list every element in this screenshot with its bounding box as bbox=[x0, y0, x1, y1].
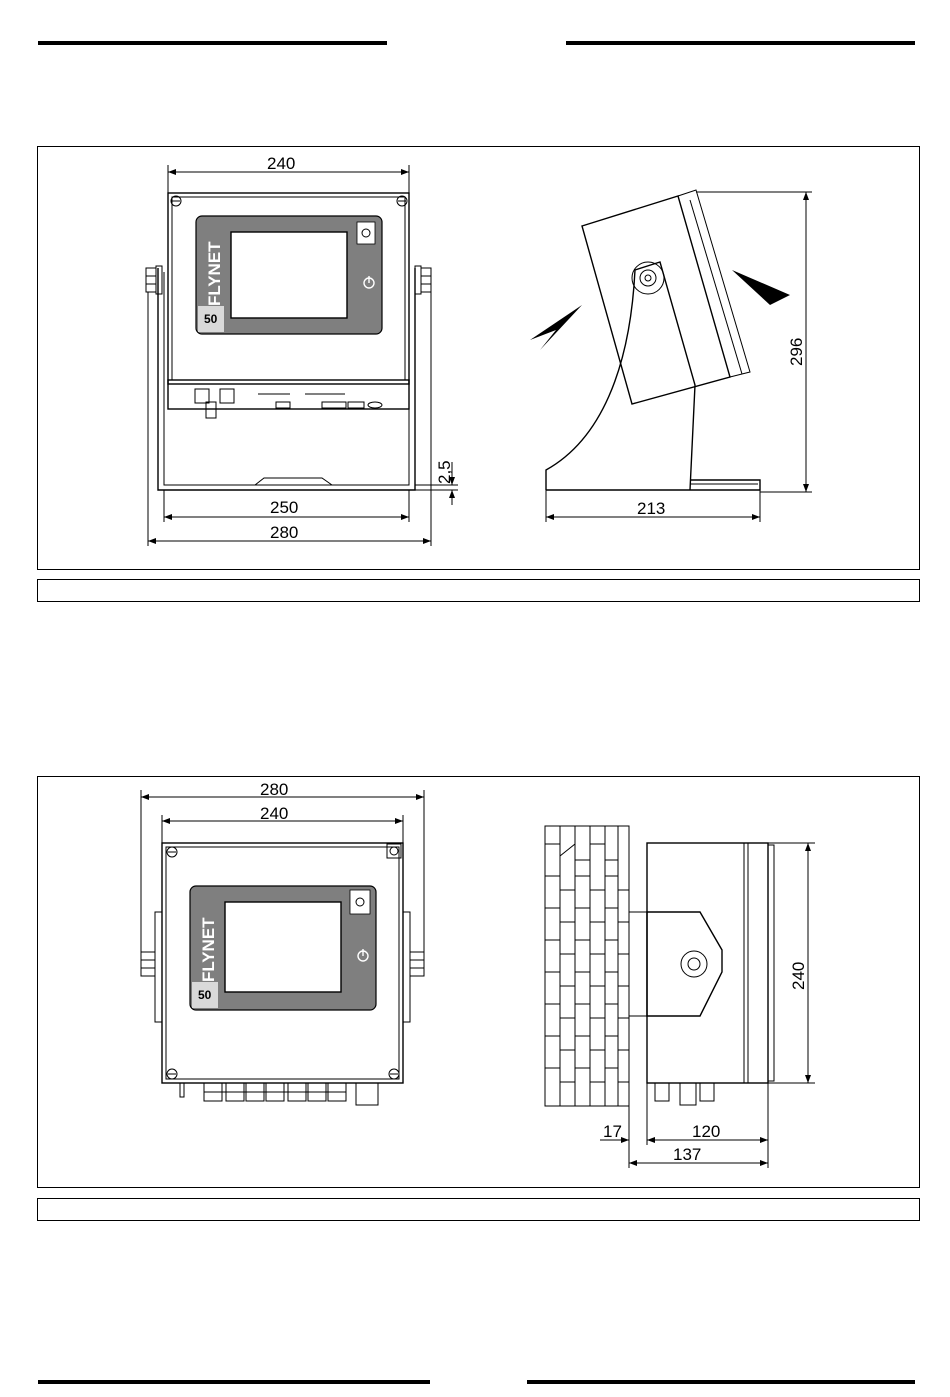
fig1-front-view: FLYNET 50 240 250 280 2,5 bbox=[146, 154, 458, 546]
screw-icon bbox=[167, 847, 177, 857]
tilt-arrow-left-icon bbox=[530, 305, 582, 350]
dim-bracket-17: 17 bbox=[603, 1122, 622, 1141]
screw-icon bbox=[167, 1069, 177, 1079]
wall-knob-icon bbox=[681, 951, 707, 977]
dim-width-240: 240 bbox=[267, 154, 295, 173]
certification-badge bbox=[350, 890, 370, 914]
model-number: 50 bbox=[198, 988, 212, 1002]
dim-foot-2-5: 2,5 bbox=[435, 460, 454, 484]
screw-icon bbox=[389, 1069, 399, 1079]
display-screen bbox=[225, 902, 341, 992]
dim-depth-213: 213 bbox=[637, 499, 665, 518]
display-screen bbox=[231, 232, 347, 318]
wall-icon bbox=[545, 826, 629, 1106]
dim-height-240: 240 bbox=[789, 962, 808, 990]
knob-right-icon bbox=[415, 266, 431, 294]
brand-logo: FLYNET bbox=[205, 241, 224, 306]
tilt-arrow-right-icon bbox=[732, 270, 790, 305]
fig2-side-view: 240 17 120 137 bbox=[545, 826, 815, 1168]
knob-left-icon bbox=[141, 952, 155, 976]
fig1-side-view: 213 296 bbox=[530, 190, 812, 522]
cable-glands bbox=[180, 1083, 378, 1105]
knob-left-icon bbox=[146, 266, 162, 294]
dim-total-137: 137 bbox=[673, 1145, 701, 1164]
dim-overall-280: 280 bbox=[270, 523, 298, 542]
brand-logo: FLYNET bbox=[199, 917, 218, 982]
pivot-knob-icon bbox=[632, 262, 664, 294]
dim-height-296: 296 bbox=[787, 338, 806, 366]
dim-depth-120: 120 bbox=[692, 1122, 720, 1141]
model-number: 50 bbox=[204, 312, 218, 326]
dim-width-240: 240 bbox=[260, 804, 288, 823]
fig2-front-view: FLYNET 50 280 240 bbox=[141, 780, 424, 1105]
dim-feet-250: 250 bbox=[270, 498, 298, 517]
dim-overall-280: 280 bbox=[260, 780, 288, 799]
certification-badge bbox=[357, 222, 375, 244]
knob-right-icon bbox=[410, 952, 424, 976]
